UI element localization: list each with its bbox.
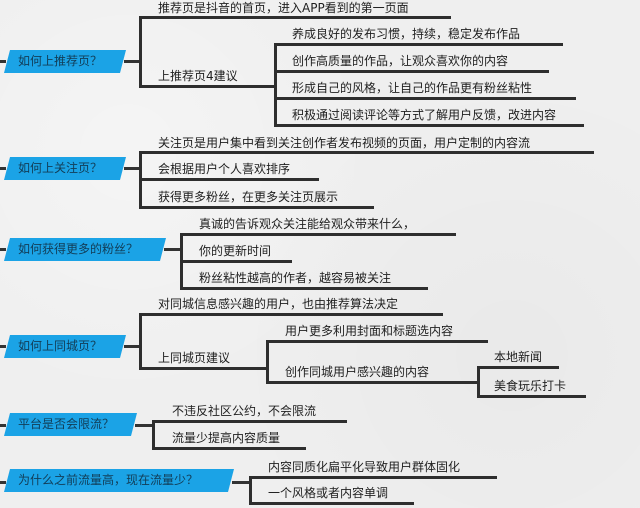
bracket: [152, 420, 155, 450]
topic-local-page[interactable]: 如何上同城页？: [4, 335, 126, 358]
branch-underline: [152, 447, 306, 450]
branch-underline: [139, 313, 443, 316]
branch-text[interactable]: 积极通过阅读评论等方式了解用户反馈，改进内容: [292, 108, 557, 122]
branch-underline: [139, 178, 319, 181]
connector: [0, 248, 6, 251]
branch-underline: [477, 395, 586, 398]
branch-underline: [274, 43, 563, 46]
connector: [232, 481, 251, 484]
branch-text[interactable]: 上推荐页4建议: [158, 69, 238, 83]
branch-text[interactable]: 不违反社区公约，不会限流: [172, 404, 317, 418]
branch-text[interactable]: 本地新闻: [494, 350, 543, 364]
branch-underline: [274, 70, 549, 73]
branch-text[interactable]: 关注页是用户集中看到关注创作者发布视频的页面，用户定制的内容流: [158, 136, 531, 150]
branch-underline: [266, 340, 488, 343]
branch-text[interactable]: 推荐页是抖音的首页，进入APP看到的第一页面: [158, 1, 409, 15]
topic-throttling[interactable]: 平台是否会限流？: [4, 413, 137, 436]
bracket: [266, 340, 269, 384]
topic-recommend-page[interactable]: 如何上推荐页？: [4, 50, 126, 73]
branch-underline: [139, 85, 277, 88]
branch-text[interactable]: 会根据用户个人喜欢排序: [158, 162, 291, 176]
branch-text[interactable]: 创作同城用户感兴趣的内容: [285, 365, 430, 379]
branch-text[interactable]: 养成良好的发布习惯，持续，稳定发布作品: [292, 27, 521, 41]
connector: [124, 60, 142, 63]
branch-text[interactable]: 你的更新时间: [199, 244, 272, 258]
bracket: [477, 366, 480, 398]
branch-text[interactable]: 对同城信息感兴趣的用户，也由推荐算法决定: [158, 297, 399, 311]
branch-underline: [180, 233, 456, 236]
bracket: [139, 16, 142, 88]
branch-text[interactable]: 获得更多粉丝，在更多关注页展示: [158, 190, 339, 204]
connector: [0, 60, 6, 63]
bracket: [249, 476, 252, 505]
branch-text[interactable]: 上同城页建议: [158, 351, 231, 365]
branch-underline: [249, 502, 414, 505]
branch-underline: [274, 124, 584, 127]
branch-underline: [274, 97, 576, 100]
branch-underline: [152, 420, 347, 423]
branch-underline: [266, 381, 480, 384]
branch-text[interactable]: 真诚的告诉观众关注能给观众带来什么，: [199, 217, 416, 231]
connector: [124, 345, 142, 348]
branch-underline: [180, 260, 292, 263]
branch-underline: [180, 287, 428, 290]
branch-text[interactable]: 内容同质化扁平化导致用户群体固化: [268, 460, 461, 474]
branch-underline: [249, 476, 497, 479]
connector: [0, 167, 6, 170]
connector: [0, 424, 6, 427]
topic-follow-page[interactable]: 如何上关注页？: [4, 157, 126, 180]
connector: [0, 345, 6, 348]
connector: [0, 481, 6, 484]
branch-underline: [139, 206, 374, 209]
branch-underline: [139, 16, 451, 19]
connector: [135, 424, 154, 427]
branch-underline: [139, 367, 269, 370]
branch-text[interactable]: 用户更多利用封面和标题选内容: [285, 324, 454, 338]
branch-text[interactable]: 一个风格或者内容单调: [268, 486, 389, 500]
topic-more-fans[interactable]: 如何获得更多的粉丝？: [4, 238, 166, 261]
branch-text[interactable]: 流量少提高内容质量: [172, 431, 281, 445]
topic-traffic-drop[interactable]: 为什么之前流量高，现在流量少？: [4, 469, 234, 492]
bracket: [139, 313, 142, 370]
branch-text[interactable]: 创作高质量的作品，让观众喜欢你的内容: [292, 54, 509, 68]
connector: [124, 167, 142, 170]
branch-underline: [139, 151, 594, 154]
branch-text[interactable]: 美食玩乐打卡: [494, 379, 567, 393]
bracket: [274, 43, 277, 127]
branch-text[interactable]: 粉丝粘性越高的作者，越容易被关注: [199, 271, 392, 285]
branch-underline: [477, 366, 559, 369]
connector: [164, 248, 183, 251]
branch-text[interactable]: 形成自己的风格，让自己的作品更有粉丝粘性: [292, 81, 533, 95]
